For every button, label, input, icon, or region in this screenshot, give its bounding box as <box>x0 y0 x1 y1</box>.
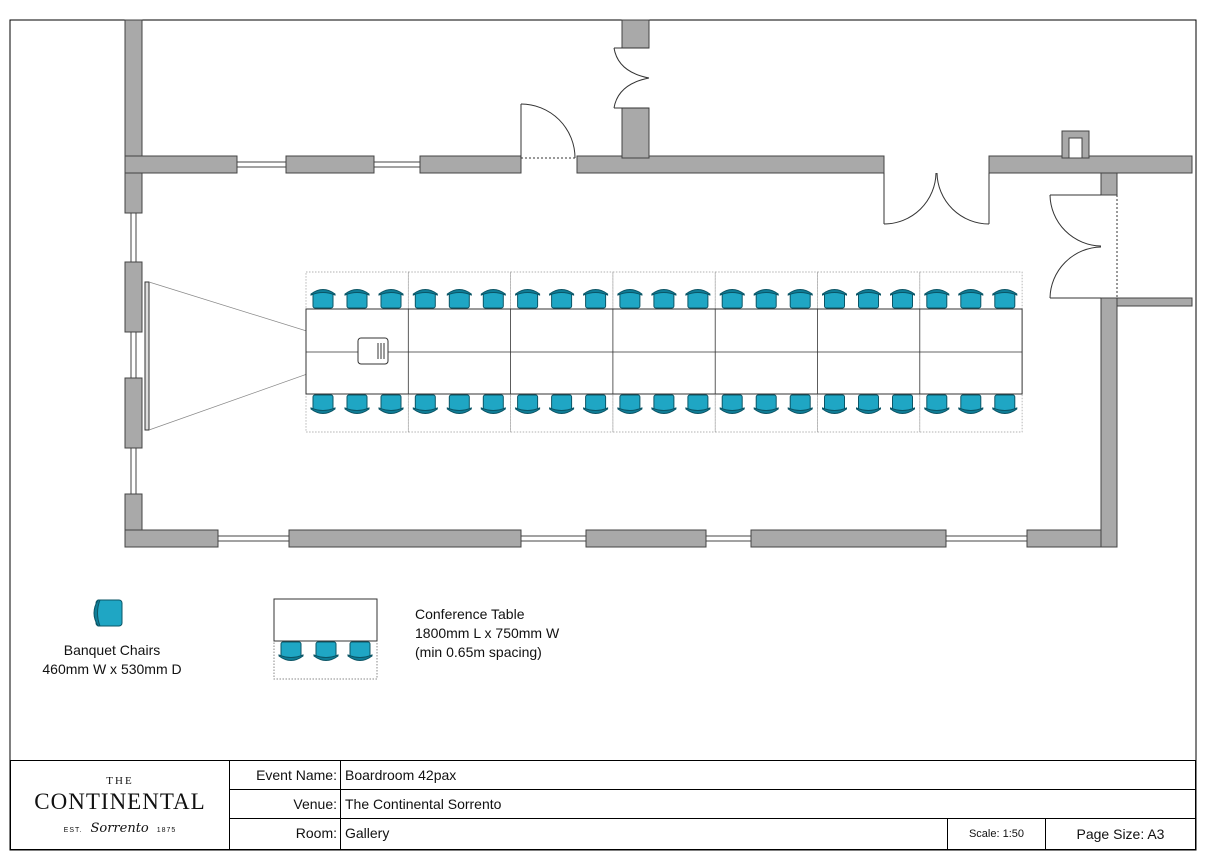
table-legend-text: Conference Table 1800mm L x 750mm W (min… <box>415 605 559 662</box>
banquet-chair <box>617 289 643 309</box>
banquet-chair <box>924 394 950 414</box>
banquet-chair <box>515 394 541 414</box>
event-label: Event Name: <box>229 761 341 789</box>
banquet-chair <box>958 394 984 414</box>
banquet-chair <box>890 394 915 414</box>
banquet-chair <box>992 289 1018 309</box>
chair-legend-name: Banquet Chairs <box>63 642 161 658</box>
banquet-chair <box>685 394 711 414</box>
banquet-chair <box>310 289 336 309</box>
banquet-chair <box>856 289 881 309</box>
logo-est: EST. <box>63 827 83 834</box>
banquet-chair <box>378 289 404 309</box>
title-block: THE CONTINENTAL EST. Sorrento 1875 Event N… <box>10 760 1196 850</box>
logo-brand: CONTINENTAL <box>34 789 206 814</box>
scale-cell: Scale: 1:50 <box>947 819 1046 849</box>
venue-value: The Continental Sorrento <box>345 796 502 812</box>
banquet-chair <box>787 394 813 414</box>
banquet-chair <box>958 289 984 309</box>
continental-logo: THE CONTINENTAL EST. Sorrento 1875 <box>11 761 230 849</box>
banquet-chair <box>753 394 779 414</box>
banquet-chair <box>480 394 506 414</box>
banquet-chair <box>583 394 609 414</box>
room-value: Gallery <box>345 825 390 841</box>
logo-the: THE <box>106 775 134 787</box>
banquet-chair <box>446 289 472 309</box>
banquet-chair <box>719 289 745 309</box>
conference-seating <box>305 271 1023 433</box>
windows <box>130 161 1028 542</box>
legend-chair-icon <box>93 599 123 627</box>
banquet-chair <box>890 289 915 309</box>
banquet-chair <box>924 289 950 309</box>
banquet-chair <box>412 289 438 309</box>
banquet-chair <box>344 394 370 414</box>
walls <box>124 19 1193 548</box>
logo-est-line: EST. Sorrento 1875 <box>11 821 229 836</box>
chair-legend-text: Banquet Chairs 460mm W x 530mm D <box>18 641 206 679</box>
banquet-chair <box>992 394 1018 414</box>
banquet-chair <box>856 394 881 414</box>
banquet-chair <box>344 289 370 309</box>
banquet-chair <box>480 289 506 309</box>
projector-icon <box>357 337 389 365</box>
page-size-cell: Page Size: A3 <box>1076 826 1165 842</box>
banquet-chair <box>549 394 575 414</box>
venue-row: Venue: The Continental Sorrento <box>229 790 1195 819</box>
banquet-chair <box>378 394 404 414</box>
conference-table <box>305 308 1023 395</box>
banquet-chair <box>549 289 575 309</box>
banquet-chair <box>822 289 847 309</box>
event-row: Event Name: Boardroom 42pax <box>229 761 1195 790</box>
banquet-chair <box>719 394 745 414</box>
page-border <box>9 19 1197 851</box>
logo-year: 1875 <box>156 827 177 834</box>
table-legend-name: Conference Table <box>415 606 525 622</box>
banquet-chair <box>412 394 438 414</box>
doors <box>520 47 1118 299</box>
banquet-chair <box>446 394 472 414</box>
table-legend-size: 1800mm L x 750mm W <box>415 625 560 641</box>
banquet-chair <box>787 289 813 309</box>
logo-script: Sorrento <box>90 821 149 836</box>
legend-table <box>273 598 378 680</box>
banquet-chair <box>583 289 609 309</box>
banquet-chair <box>651 394 677 414</box>
room-row: Room: Gallery Scale: 1:50 Page Size: A3 <box>229 819 1195 849</box>
banquet-chair <box>753 289 779 309</box>
table-legend-spacing: (min 0.65m spacing) <box>415 644 542 660</box>
banquet-chair <box>515 289 541 309</box>
room-label: Room: <box>229 819 341 849</box>
banquet-chair <box>310 394 336 414</box>
event-value: Boardroom 42pax <box>345 767 457 783</box>
chair-legend-size: 460mm W x 530mm D <box>42 661 182 677</box>
venue-label: Venue: <box>229 790 341 818</box>
banquet-chair <box>617 394 643 414</box>
banquet-chair <box>822 394 847 414</box>
banquet-chair <box>651 289 677 309</box>
banquet-chair <box>685 289 711 309</box>
